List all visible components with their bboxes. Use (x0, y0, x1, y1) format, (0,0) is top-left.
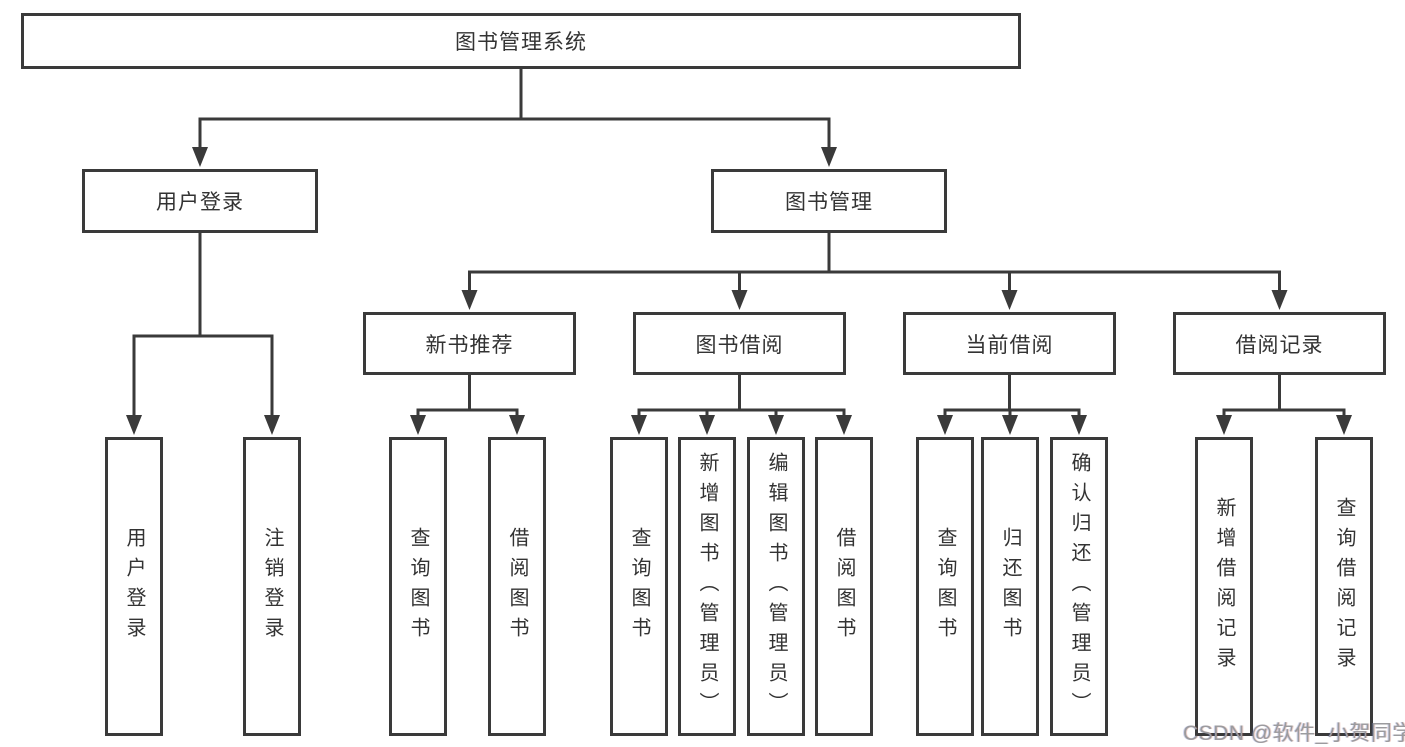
arrowhead (1336, 415, 1352, 435)
node-leaf-query-books-recommend: 查询图书 (389, 437, 447, 736)
node-book-management: 图书管理 (711, 169, 947, 233)
arrowhead (1071, 415, 1087, 435)
arrowhead (836, 415, 852, 435)
node-current-borrowing: 当前借阅 (903, 312, 1116, 375)
connector-root-to-level2 (192, 69, 837, 167)
node-leaf-add-borrow-record: 新增借阅记录 (1195, 437, 1253, 736)
node-leaf-borrow-books-recommend: 借阅图书 (488, 437, 546, 736)
node-leaf-edit-book-admin: 编辑图书（管理员） (747, 437, 805, 736)
arrowhead (410, 415, 426, 435)
arrowhead (1001, 290, 1018, 310)
arrowhead (937, 415, 953, 435)
arrowhead (821, 147, 837, 167)
arrowhead (699, 415, 715, 435)
arrowhead (768, 415, 784, 435)
connector-user-login-children (126, 233, 280, 435)
node-leaf-user-login: 用户登录 (105, 437, 163, 736)
arrowhead (731, 290, 748, 310)
csdn-watermark: CSDN @软件_小贺同学 (1183, 722, 1405, 745)
node-leaf-query-books-borrow: 查询图书 (610, 437, 668, 736)
arrowhead (1271, 290, 1288, 310)
node-library-management-system: 图书管理系统 (21, 13, 1021, 69)
node-leaf-logout: 注销登录 (243, 437, 301, 736)
arrowhead (509, 415, 525, 435)
arrowhead (631, 415, 647, 435)
arrowhead (461, 290, 478, 310)
node-leaf-borrow-books: 借阅图书 (815, 437, 873, 736)
connector-book-borrow-children (631, 375, 852, 435)
arrowhead (1216, 415, 1232, 435)
connector-new-book-children (410, 375, 525, 435)
arrowhead (264, 415, 280, 435)
node-borrowing-records: 借阅记录 (1173, 312, 1386, 375)
node-user-login: 用户登录 (82, 169, 318, 233)
arrowhead (126, 415, 142, 435)
connector-current-borrow-children (937, 375, 1087, 435)
arrowhead (192, 147, 208, 167)
connector-book-management-to-level3 (461, 233, 1288, 310)
arrowhead (1002, 415, 1018, 435)
node-new-book-recommendation: 新书推荐 (363, 312, 576, 375)
node-leaf-add-book-admin: 新增图书（管理员） (678, 437, 736, 736)
node-leaf-query-borrow-record: 查询借阅记录 (1315, 437, 1373, 736)
connector-borrow-record-children (1216, 375, 1352, 435)
node-book-borrowing: 图书借阅 (633, 312, 846, 375)
node-leaf-confirm-return-admin: 确认归还（管理员） (1050, 437, 1108, 736)
node-leaf-return-book: 归还图书 (981, 437, 1039, 736)
node-leaf-query-books-current: 查询图书 (916, 437, 974, 736)
